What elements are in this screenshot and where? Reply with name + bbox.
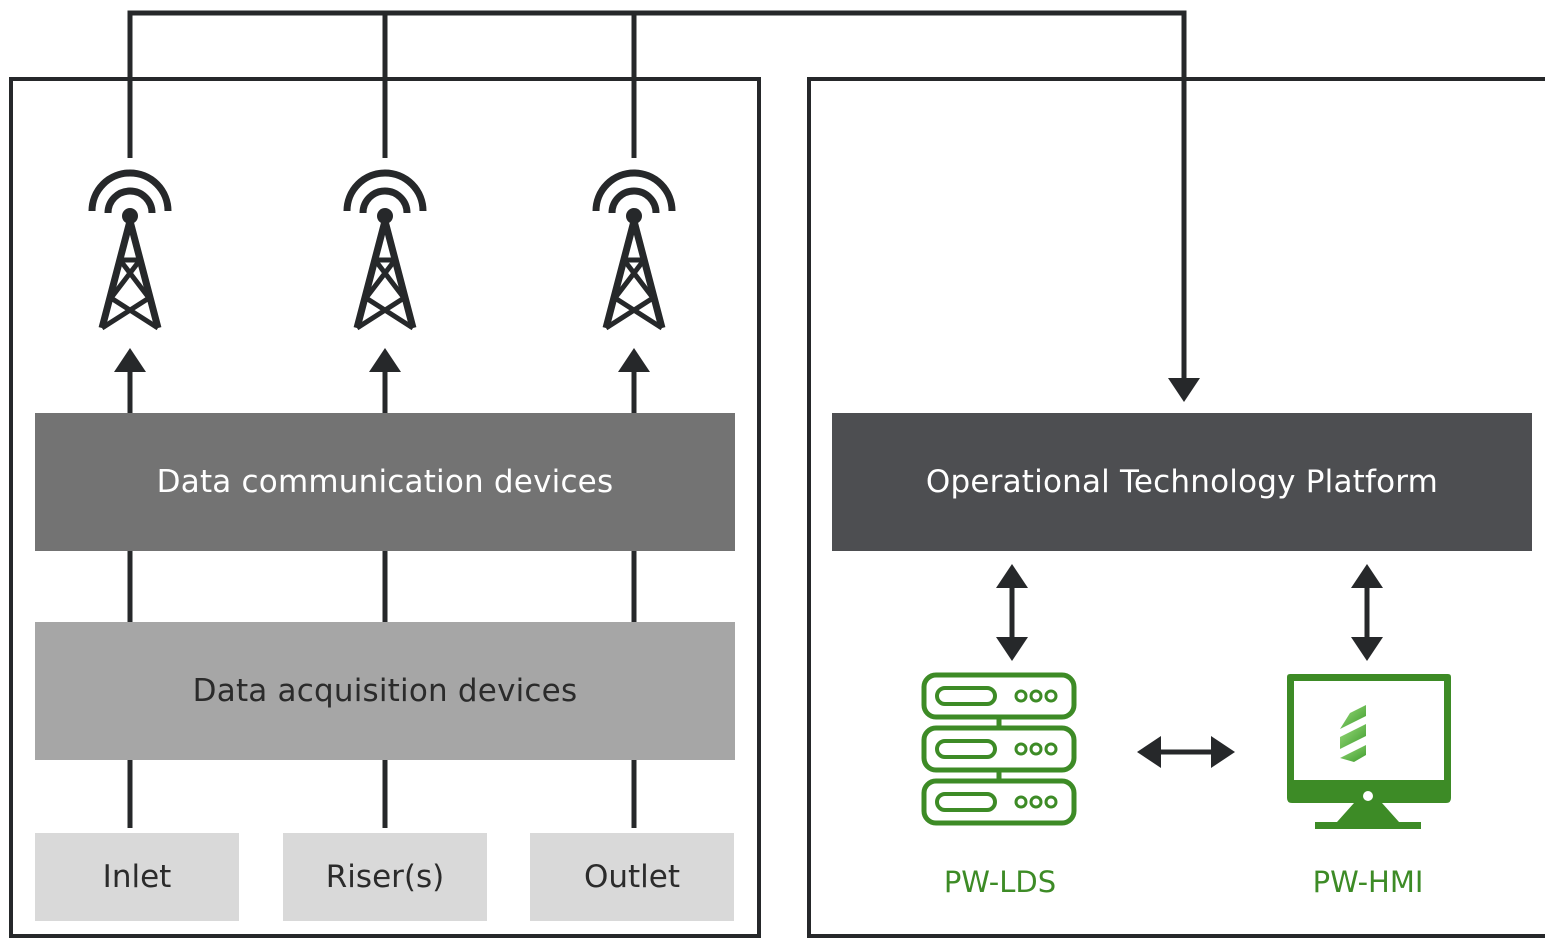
double-arrow-lds bbox=[996, 564, 1028, 661]
arrow-up bbox=[114, 348, 146, 372]
outlet-label: Outlet bbox=[583, 859, 681, 895]
uplink-arrows bbox=[127, 370, 637, 413]
outlet-box: Outlet bbox=[530, 833, 734, 921]
logo-icon bbox=[1340, 705, 1366, 762]
riser-box: Riser(s) bbox=[283, 833, 487, 921]
inlet-label: Inlet bbox=[102, 859, 172, 895]
arrow-up bbox=[369, 348, 401, 372]
right-panel-frame bbox=[807, 77, 1545, 938]
arrow-up bbox=[618, 348, 650, 372]
riser-label: Riser(s) bbox=[325, 859, 445, 895]
operational-technology-platform-label: Operational Technology Platform bbox=[925, 464, 1439, 500]
inlet-box: Inlet bbox=[35, 833, 239, 921]
radio-tower-icon bbox=[347, 173, 423, 328]
pw-lds-label: PW-LDS bbox=[943, 865, 1057, 899]
pw-hmi-label: PW-HMI bbox=[1312, 865, 1424, 899]
double-arrow-hmi bbox=[1351, 564, 1383, 661]
operational-technology-platform-block: Operational Technology Platform bbox=[832, 413, 1532, 551]
arrow-down-platform bbox=[1168, 378, 1200, 402]
top-bus bbox=[127, 10, 1187, 378]
data-communication-devices-label: Data communication devices bbox=[156, 464, 614, 500]
server-icon bbox=[924, 675, 1074, 823]
radio-tower-icon bbox=[92, 173, 168, 328]
monitor-icon bbox=[1287, 674, 1451, 829]
radio-tower-icon bbox=[596, 173, 672, 328]
data-acquisition-devices-block: Data acquisition devices bbox=[35, 622, 735, 760]
block-links bbox=[127, 551, 637, 828]
data-acquisition-devices-label: Data acquisition devices bbox=[192, 673, 578, 709]
double-arrow-horizontal bbox=[1137, 736, 1235, 768]
data-communication-devices-block: Data communication devices bbox=[35, 413, 735, 551]
